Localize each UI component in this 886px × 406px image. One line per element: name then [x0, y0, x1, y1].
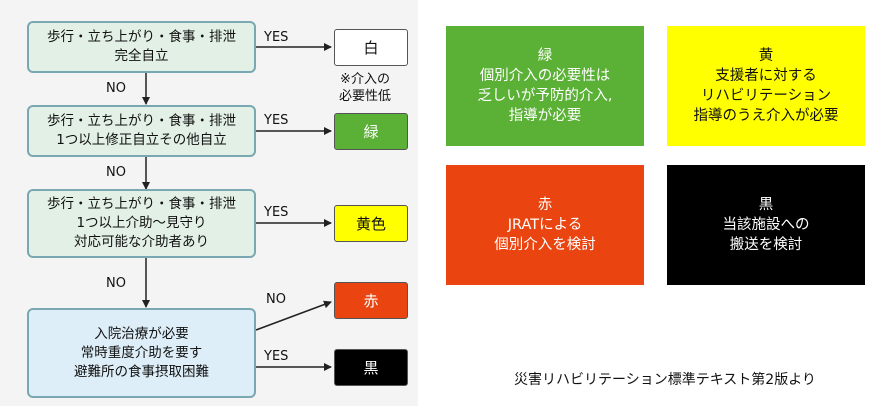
legend-green-line-3: 指導が必要 [508, 108, 582, 124]
legend-black-title: 黒 [758, 197, 774, 213]
no-label-2: NO [106, 165, 126, 180]
no-label-red: NO [266, 292, 286, 307]
legend-red-line-2: 個別介入を検討 [494, 237, 596, 253]
legend-red-title: 赤 [537, 197, 553, 213]
decision-box-assistance-line-1: 歩行・立ち上がり・食事・排泄 [47, 196, 236, 212]
legend-green: 緑 個別介入の必要性は 乏しいが予防的介入, 指導が必要 [446, 26, 644, 146]
decision-box-assistance-line-2: 1つ以上介助～見守り [76, 215, 207, 231]
decision-box-modified-independent-line-2: 1つ以上修正自立その他自立 [56, 132, 227, 148]
decision-box-modified-independent: 歩行・立ち上がり・食事・排泄 1つ以上修正自立その他自立 [27, 105, 256, 157]
decision-box-assistance: 歩行・立ち上がり・食事・排泄 1つ以上介助～見守り 対応可能な介助者あり [27, 189, 256, 258]
legend-red: 赤 JRATによる 個別介入を検討 [446, 165, 644, 285]
decision-box-modified-independent-line-1: 歩行・立ち上がり・食事・排泄 [47, 113, 236, 129]
outcome-white: 白 [334, 29, 408, 66]
decision-box-hospitalization: 入院治療が必要 常時重度介助を要す 避難所の食事摂取困難 [27, 308, 256, 398]
yes-label-2: YES [264, 113, 289, 128]
yes-label-1: YES [264, 30, 289, 45]
legend-green-line-2: 乏しいが予防的介入, [477, 88, 613, 104]
legend-yellow-title: 黄 [758, 48, 774, 64]
outcome-green: 緑 [334, 113, 408, 150]
decision-box-independent-line-1: 歩行・立ち上がり・食事・排泄 [47, 29, 236, 45]
white-note-line-1: ※介入の [340, 72, 390, 87]
legend-green-title: 緑 [537, 48, 553, 64]
outcome-black: 黒 [334, 349, 408, 386]
decision-box-independent: 歩行・立ち上がり・食事・排泄 完全自立 [27, 21, 256, 73]
decision-box-hospitalization-line-1: 入院治療が必要 [94, 325, 189, 342]
legend-black: 黒 当該施設への 搬送を検討 [667, 165, 865, 285]
decision-box-assistance-line-3: 対応可能な介助者あり [74, 234, 209, 250]
decision-box-independent-line-2: 完全自立 [114, 48, 169, 64]
outcome-yellow: 黄色 [334, 205, 408, 242]
white-note-line-2: 必要性低 [339, 89, 392, 104]
no-label-3: NO [106, 276, 126, 291]
legend-green-line-1: 個別介入の必要性は [479, 68, 611, 84]
legend-black-line-1: 当該施設への [722, 217, 810, 233]
legend-yellow-line-1: 支援者に対する [715, 68, 817, 84]
outcome-red: 赤 [334, 282, 408, 319]
yes-label-3: YES [264, 205, 289, 220]
no-arrow-red [255, 300, 332, 331]
decision-box-hospitalization-line-2: 常時重度介助を要す [80, 344, 203, 361]
decision-box-hospitalization-line-3: 避難所の食事摂取困難 [74, 363, 209, 380]
legend-yellow-line-3: 指導のうえ介入が必要 [693, 108, 839, 124]
citation: 災害リハビリテーション標準テキスト第2版より [514, 372, 816, 388]
legend-black-line-2: 搬送を検討 [729, 237, 803, 253]
legend-yellow: 黄 支援者に対する リハビリテーション 指導のうえ介入が必要 [667, 26, 865, 146]
white-note: ※介入の 必要性低 [339, 71, 391, 105]
legend-yellow-line-2: リハビリテーション [700, 88, 832, 104]
no-label-1: NO [106, 81, 126, 96]
yes-label-black: YES [264, 349, 289, 364]
legend-red-line-1: JRATによる [507, 217, 583, 233]
